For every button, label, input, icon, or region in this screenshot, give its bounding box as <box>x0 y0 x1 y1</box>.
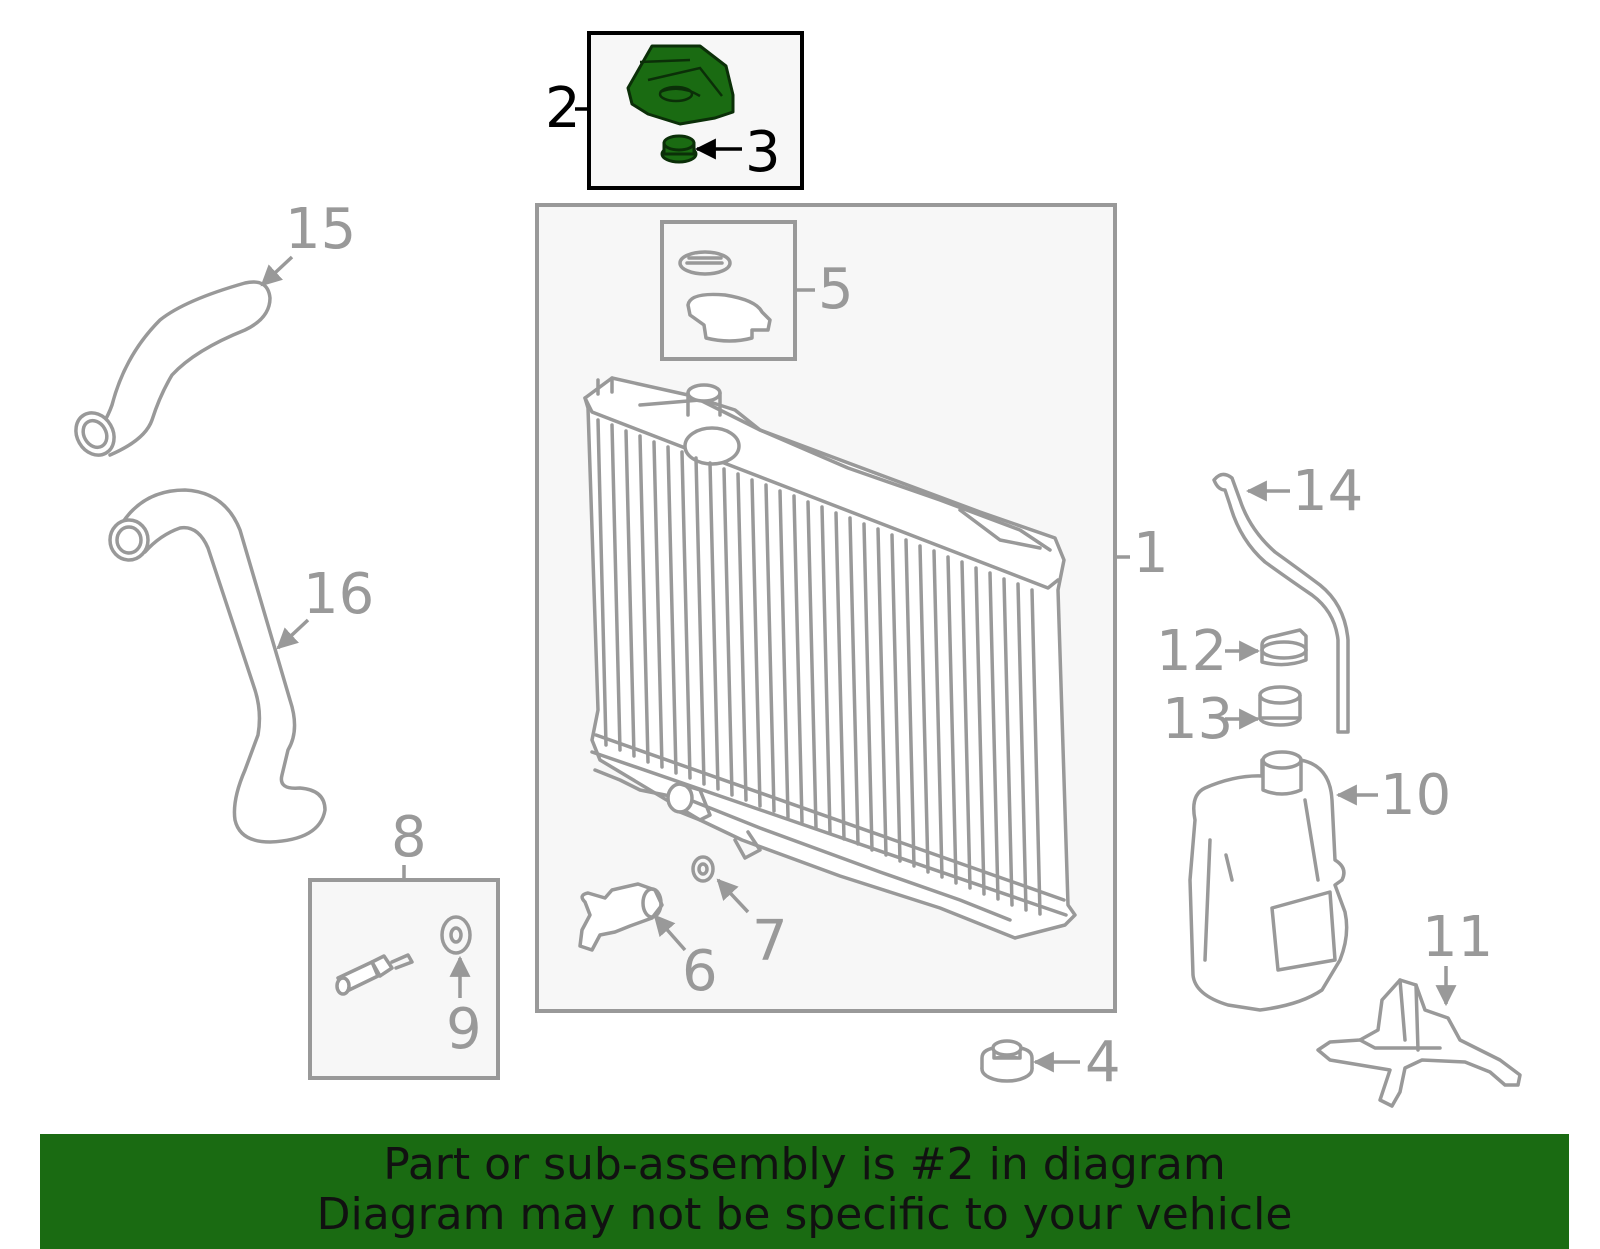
parts-diagram: 2 3 1 <box>68 31 1522 1108</box>
tank-bracket-part-11[interactable]: 11 <box>1316 905 1522 1108</box>
label-part-2: 2 <box>545 76 581 141</box>
overflow-tube-part-14[interactable]: 14 <box>1212 459 1363 734</box>
lower-hose-part-16[interactable]: 16 <box>108 488 374 844</box>
banner-line-1: Part or sub-assembly is #2 in diagram <box>383 1139 1226 1190</box>
o-ring-part-7[interactable]: 7 <box>691 855 788 974</box>
label-part-12: 12 <box>1156 619 1227 684</box>
radiator-fins <box>596 418 1042 916</box>
reservoir-tank-part-10[interactable]: 10 <box>1188 750 1451 1012</box>
label-part-4: 4 <box>1085 1030 1121 1095</box>
label-part-8: 8 <box>391 805 427 870</box>
radiator-part[interactable] <box>583 376 1077 940</box>
label-part-3: 3 <box>745 120 781 185</box>
mount-cushion-part-4[interactable]: 4 <box>980 1030 1121 1095</box>
label-part-6: 6 <box>682 939 718 1004</box>
washer-part-9[interactable]: 9 <box>440 915 482 1062</box>
label-part-9: 9 <box>446 997 482 1062</box>
label-part-16: 16 <box>303 562 374 627</box>
label-part-13: 13 <box>1162 687 1233 752</box>
banner-line-2: Diagram may not be specific to your vehi… <box>316 1189 1293 1240</box>
seal-part-13[interactable]: 13 <box>1162 685 1302 752</box>
cap-box[interactable]: 5 <box>660 220 854 361</box>
sensor-part-8[interactable] <box>335 953 414 996</box>
bracket-part-2[interactable] <box>626 44 735 126</box>
drain-plug-part-6[interactable]: 6 <box>578 882 718 1004</box>
label-part-7: 7 <box>752 909 788 974</box>
label-part-14: 14 <box>1292 459 1363 524</box>
radiator-assembly-box[interactable]: 1 <box>535 203 1169 1013</box>
label-part-5: 5 <box>818 257 854 322</box>
bracket-group-box[interactable]: 2 3 <box>545 31 804 190</box>
info-banner: Part or sub-assembly is #2 in diagram Di… <box>40 1134 1569 1249</box>
sensor-box[interactable]: 8 9 <box>308 805 500 1080</box>
label-part-1: 1 <box>1133 521 1169 586</box>
label-part-11: 11 <box>1422 905 1493 970</box>
upper-hose-part-15[interactable]: 15 <box>68 197 356 462</box>
label-part-15: 15 <box>285 197 356 262</box>
label-part-10: 10 <box>1380 763 1451 828</box>
grommet-part-3[interactable] <box>660 134 698 164</box>
reservoir-cap-part-12[interactable]: 12 <box>1156 619 1308 684</box>
